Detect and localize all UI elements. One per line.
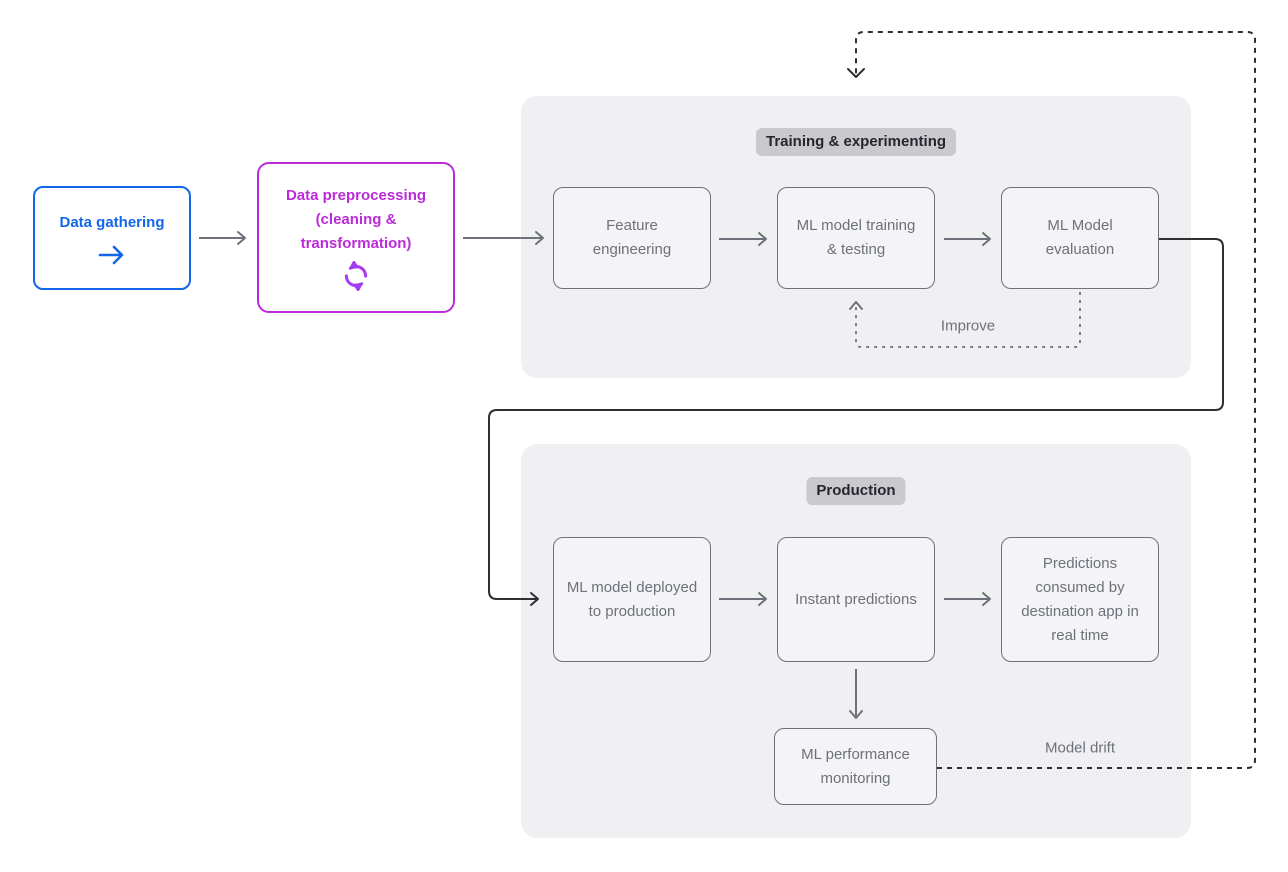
ml-model-evaluation-label: ML Model evaluation bbox=[1045, 217, 1115, 258]
feature-engineering-label: Feature engineering bbox=[592, 217, 672, 258]
model-drift-edge-label: Model drift bbox=[1044, 739, 1116, 757]
ml-model-deployed-label: ML model deployed to production bbox=[566, 578, 698, 620]
ml-model-training-label: ML model training & testing bbox=[796, 217, 916, 258]
data-preprocessing-node: Data preprocessing (cleaning & transform… bbox=[257, 162, 455, 313]
ml-performance-monitoring-node: ML performance monitoring bbox=[774, 728, 937, 805]
ml-model-deployed-node: ML model deployed to production bbox=[553, 537, 711, 662]
instant-predictions-node: Instant predictions bbox=[777, 537, 935, 662]
data-gathering-label: Data gathering bbox=[59, 213, 165, 231]
predictions-consumed-node: Predictions consumed by destination app … bbox=[1001, 537, 1159, 662]
predictions-consumed-label: Predictions consumed by destination app … bbox=[1021, 554, 1139, 644]
feature-engineering-node: Feature engineering bbox=[553, 187, 711, 289]
ml-model-training-node: ML model training & testing bbox=[777, 187, 935, 289]
improve-edge-label: Improve bbox=[940, 317, 996, 335]
data-gathering-node: Data gathering bbox=[33, 186, 191, 290]
data-preprocessing-label: Data preprocessing (cleaning & transform… bbox=[285, 187, 427, 252]
instant-predictions-label: Instant predictions bbox=[795, 590, 917, 608]
ml-performance-monitoring-label: ML performance monitoring bbox=[801, 745, 910, 787]
training-experimenting-badge: Training & experimenting bbox=[755, 128, 957, 156]
production-badge: Production bbox=[806, 477, 906, 505]
ml-model-evaluation-node: ML Model evaluation bbox=[1001, 187, 1159, 289]
arrow-right-icon bbox=[97, 244, 127, 266]
sync-icon bbox=[341, 261, 371, 291]
